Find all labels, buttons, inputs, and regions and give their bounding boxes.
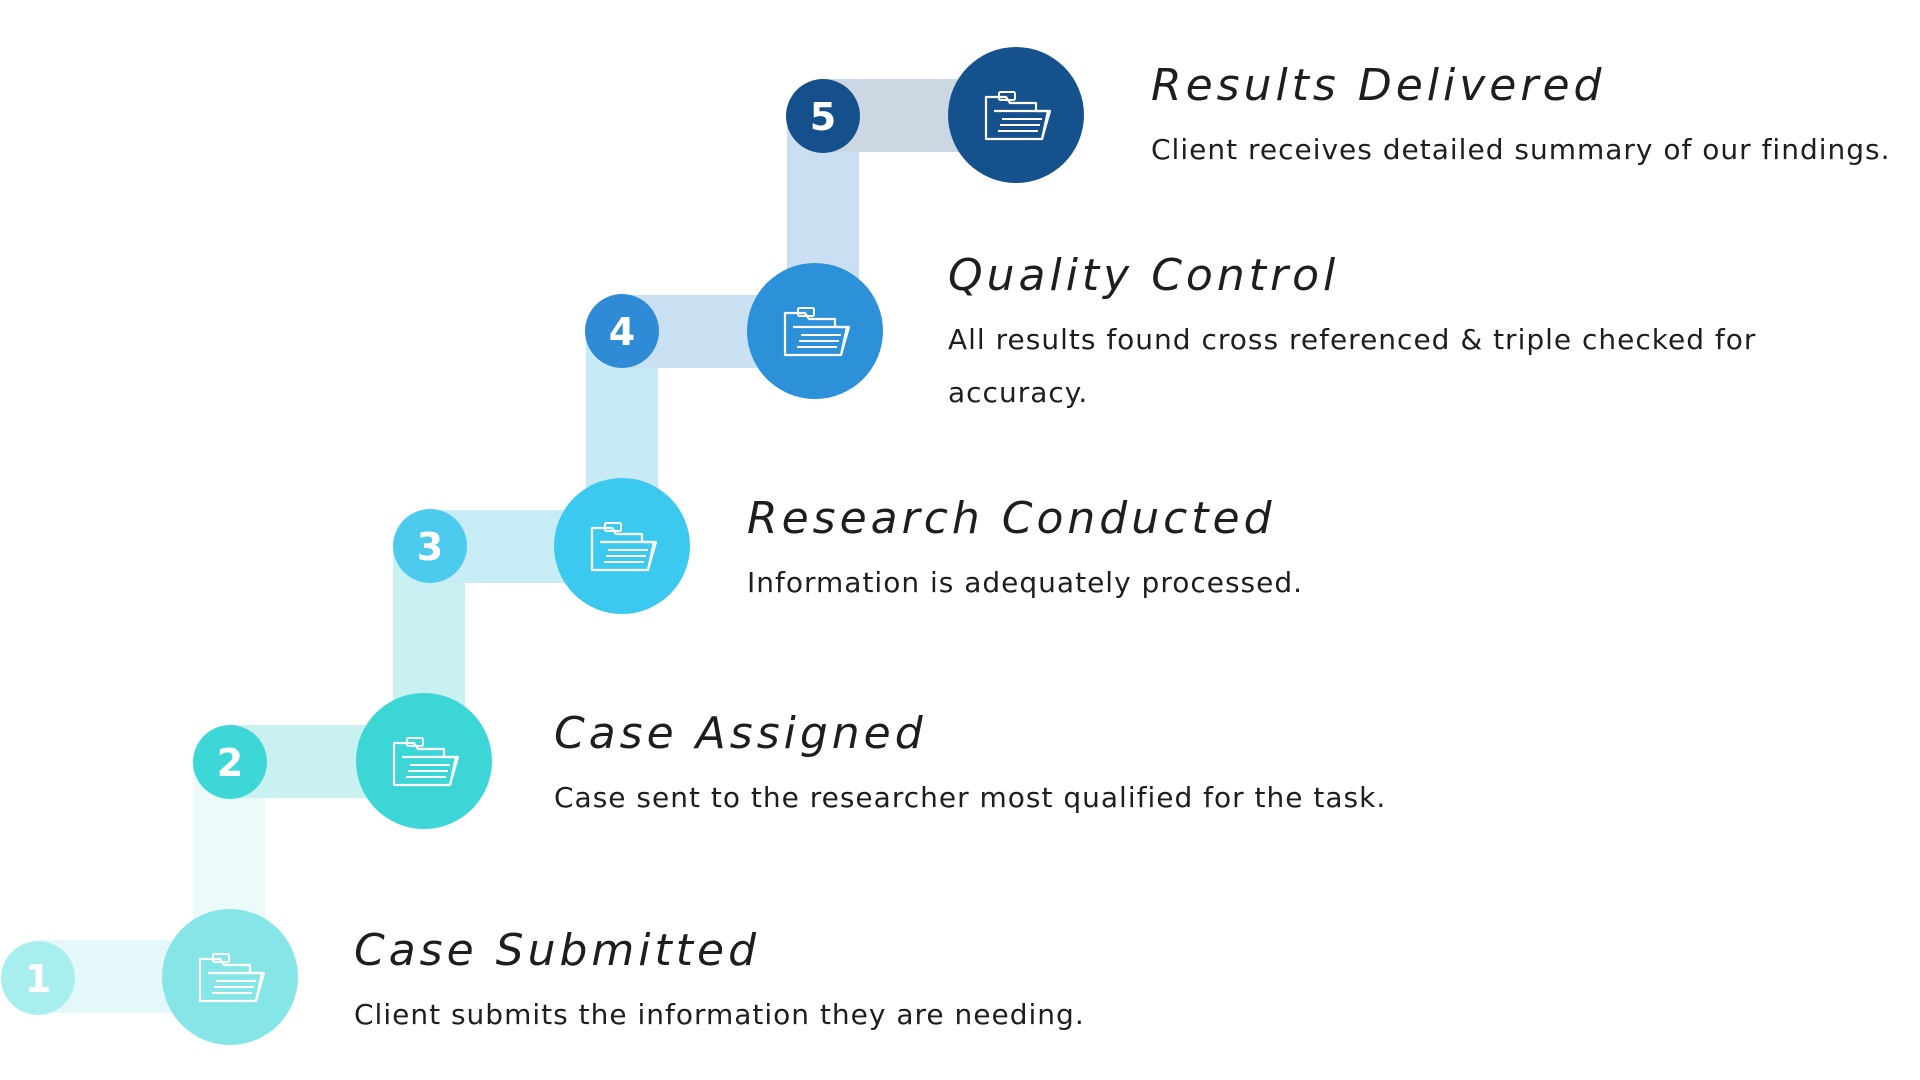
step-2-circle xyxy=(356,693,492,829)
step-4-badge xyxy=(585,294,659,368)
step-1-description: Client submits the information they are … xyxy=(354,998,1085,1031)
step-3-circle xyxy=(554,478,690,614)
step-1-badge xyxy=(1,941,75,1015)
step-1-number: 1 xyxy=(25,957,51,1001)
step-2-text: Case Assigned Case sent to the researche… xyxy=(554,708,1554,824)
step-5-title: Results Delivered xyxy=(1151,60,1606,111)
step-4-description: All results found cross referenced & tri… xyxy=(948,323,1757,409)
step-1-text: Case Submitted Client submits the inform… xyxy=(354,925,1354,1041)
step-4-number: 4 xyxy=(609,310,635,354)
step-5-circle xyxy=(948,47,1084,183)
step-3-text: Research Conducted Information is adequa… xyxy=(747,493,1647,609)
step-4-title: Quality Control xyxy=(948,250,1340,301)
step-3-description: Information is adequately processed. xyxy=(747,566,1304,599)
step-5-text: Results Delivered Client receives detail… xyxy=(1151,60,1911,176)
step-5-description: Client receives detailed summary of our … xyxy=(1151,133,1891,166)
step-2-number: 2 xyxy=(217,741,243,785)
step-4-circle xyxy=(747,263,883,399)
step-1-circle xyxy=(162,909,298,1045)
step-3-badge xyxy=(393,509,467,583)
step-1-title: Case Submitted xyxy=(354,925,761,976)
step-3-number: 3 xyxy=(417,525,443,569)
step-5-badge xyxy=(786,79,860,153)
step-2-title: Case Assigned xyxy=(554,708,927,759)
step-5-number: 5 xyxy=(810,95,836,139)
step-2-description: Case sent to the researcher most qualifi… xyxy=(554,781,1387,814)
step-2-badge xyxy=(193,725,267,799)
step-4-text: Quality Control All results found cross … xyxy=(948,250,1778,419)
step-3-title: Research Conducted xyxy=(747,493,1276,544)
